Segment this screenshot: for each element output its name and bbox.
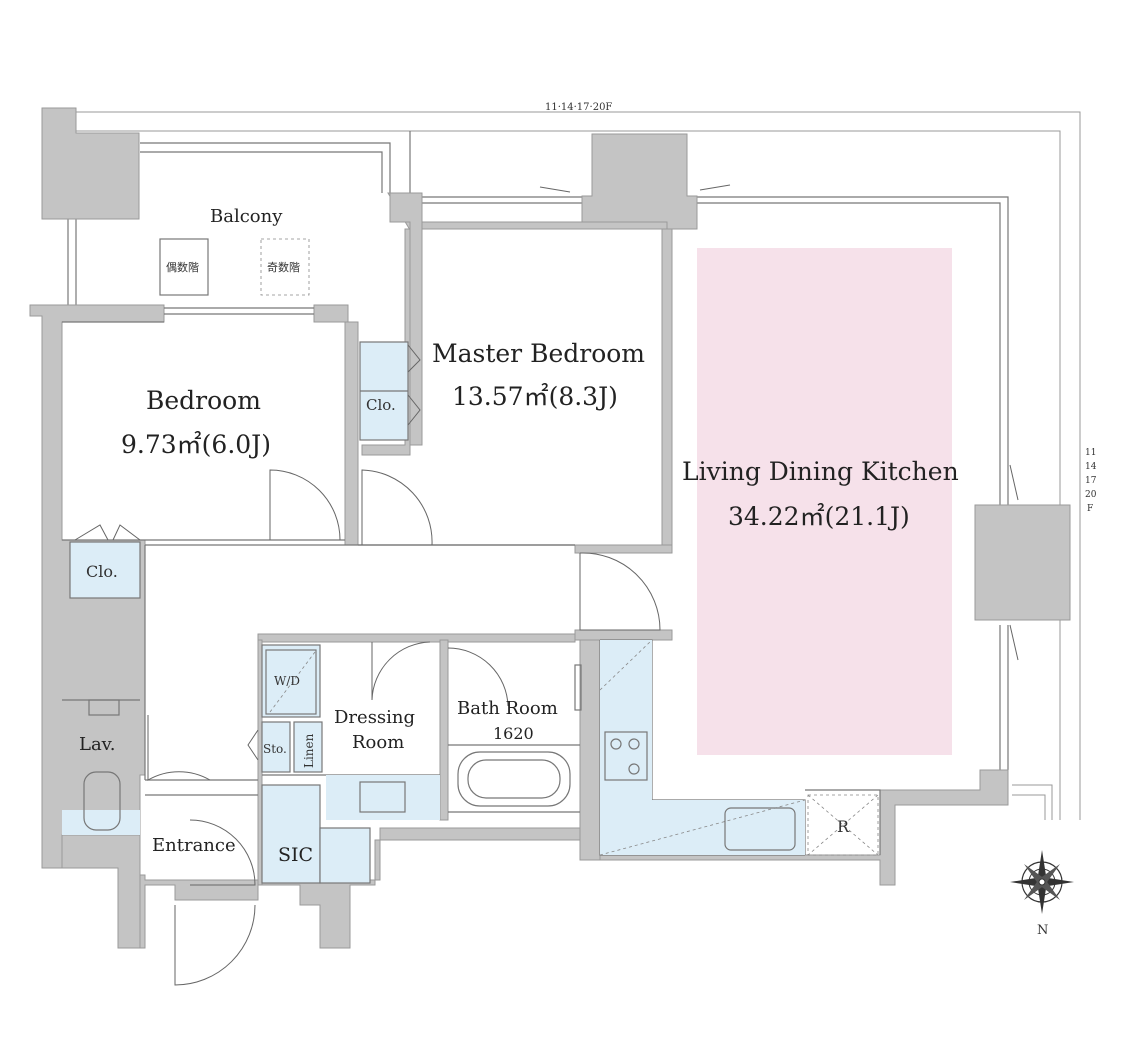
master-bedroom-name: Master Bedroom (432, 339, 645, 368)
entrance-label: Entrance (152, 835, 236, 856)
even-floor-box (159, 238, 209, 296)
storage-label: Sto. (263, 742, 287, 756)
compass-north-label: N (1037, 923, 1048, 938)
lavatory-label: Lav. (79, 734, 115, 755)
master-bedroom-area: 13.57㎡(8.3J) (452, 382, 618, 411)
ldk-name: Living Dining Kitchen (682, 457, 959, 486)
ldk-zone (697, 248, 952, 755)
dressing-label: Dressing (334, 707, 415, 728)
balcony-outline (67, 111, 1081, 820)
bedroom-area: 9.73㎡(6.0J) (121, 430, 271, 459)
even-floor-label: 偶数階 (166, 260, 199, 274)
bedroom-name: Bedroom (146, 386, 261, 415)
bath-label: Bath Room (457, 698, 558, 719)
svg-text:11: 11 (1085, 448, 1096, 458)
ldk-area: 34.22㎡(21.1J) (728, 502, 910, 531)
bath-size-label: 1620 (493, 724, 534, 743)
dressing-room-label: Room (352, 732, 404, 753)
fixtures (83, 649, 879, 856)
svg-text:20: 20 (1085, 490, 1097, 500)
odd-floor-box (260, 238, 310, 296)
floor-note-top: 11·14·17·20F (545, 102, 612, 113)
storage-areas (62, 341, 806, 884)
svg-text:17: 17 (1085, 476, 1097, 486)
balcony-label: Balcony (210, 206, 283, 227)
floor-note-side: 11 14 17 20 F (1085, 448, 1097, 514)
wd-label: W/D (274, 674, 300, 688)
compass-icon: N (1010, 850, 1074, 938)
odd-floor-label: 奇数階 (267, 260, 300, 274)
refrigerator-label: R (837, 817, 850, 836)
doors (74, 184, 1019, 986)
closet-bedroom-label: Clo. (86, 562, 118, 581)
svg-text:14: 14 (1085, 462, 1097, 472)
svg-text:F: F (1087, 504, 1093, 514)
sic-label: SIC (278, 844, 313, 866)
closet-master-label: Clo. (366, 396, 396, 414)
linen-label: Linen (302, 733, 316, 768)
